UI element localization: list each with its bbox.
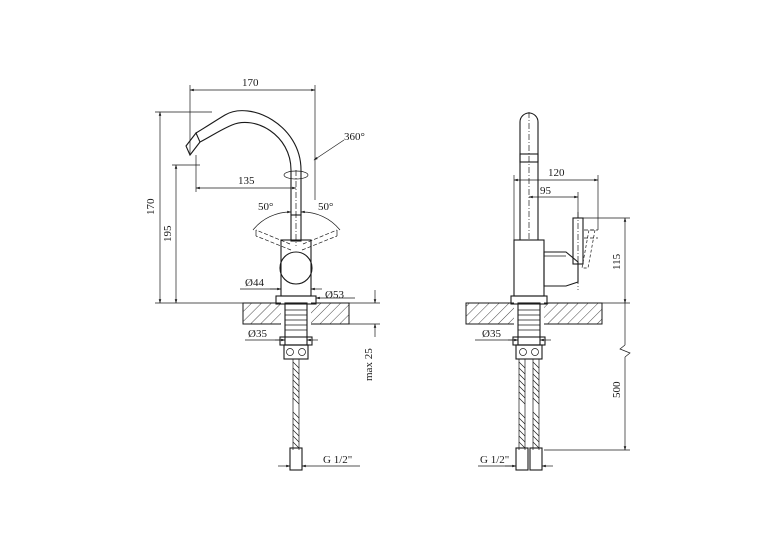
front-dim-spout-height: 195 — [162, 225, 174, 242]
side-body — [513, 239, 545, 297]
front-handle-hub — [279, 251, 313, 285]
front-dim-spout-reach-total: 170 — [242, 77, 259, 89]
front-view: 170 135 360° 50° 50° 170 195 Ø44 Ø53 Ø35… — [145, 77, 380, 471]
front-dim-shank-diameter: Ø35 — [248, 328, 267, 340]
front-rotation-ellipse — [283, 170, 309, 180]
front-body — [280, 239, 312, 297]
side-dim-shank-diameter: Ø35 — [482, 328, 501, 340]
side-hoses — [518, 359, 540, 450]
side-spout — [519, 112, 539, 240]
front-dim-rotation: 360° — [344, 131, 365, 143]
front-lever-swing-right — [301, 229, 338, 251]
side-handle — [543, 212, 598, 290]
side-dim-depth-axis: 95 — [540, 185, 552, 197]
side-dim-depth-total: 120 — [548, 167, 565, 179]
front-dim-base-diameter: Ø44 — [245, 277, 264, 289]
front-hose — [292, 359, 300, 450]
front-countertop-hole — [281, 302, 311, 325]
front-dim-lever-angle-left: 50° — [258, 201, 273, 213]
side-hose-fitting-right — [529, 447, 543, 471]
front-dim-total-height: 170 — [145, 198, 157, 215]
front-dim-max-thickness: max 25 — [363, 348, 375, 381]
side-dim-hose-thread: G 1/2" — [480, 454, 509, 466]
side-countertop-hole — [514, 302, 544, 325]
side-view: 120 95 115 Ø35 500 G 1/2" — [465, 112, 631, 471]
front-dim-lever-angle-right: 50° — [318, 201, 333, 213]
front-dim-spout-reach-axis: 135 — [238, 175, 255, 187]
side-dim-lever-height: 115 — [611, 253, 623, 270]
front-spout — [185, 110, 302, 215]
front-dim-hose-thread: G 1/2" — [323, 454, 352, 466]
side-dimension-lines — [475, 175, 631, 468]
side-hose-fitting-left — [515, 447, 529, 471]
front-dimension-lines — [155, 85, 380, 468]
front-lever-swing-left — [255, 229, 292, 251]
side-hose-block — [515, 344, 543, 360]
side-dim-hose-length: 500 — [611, 381, 623, 398]
front-hose-fitting — [289, 447, 303, 471]
front-hose-block — [283, 344, 309, 360]
front-dim-flange-diameter: Ø53 — [325, 289, 344, 301]
